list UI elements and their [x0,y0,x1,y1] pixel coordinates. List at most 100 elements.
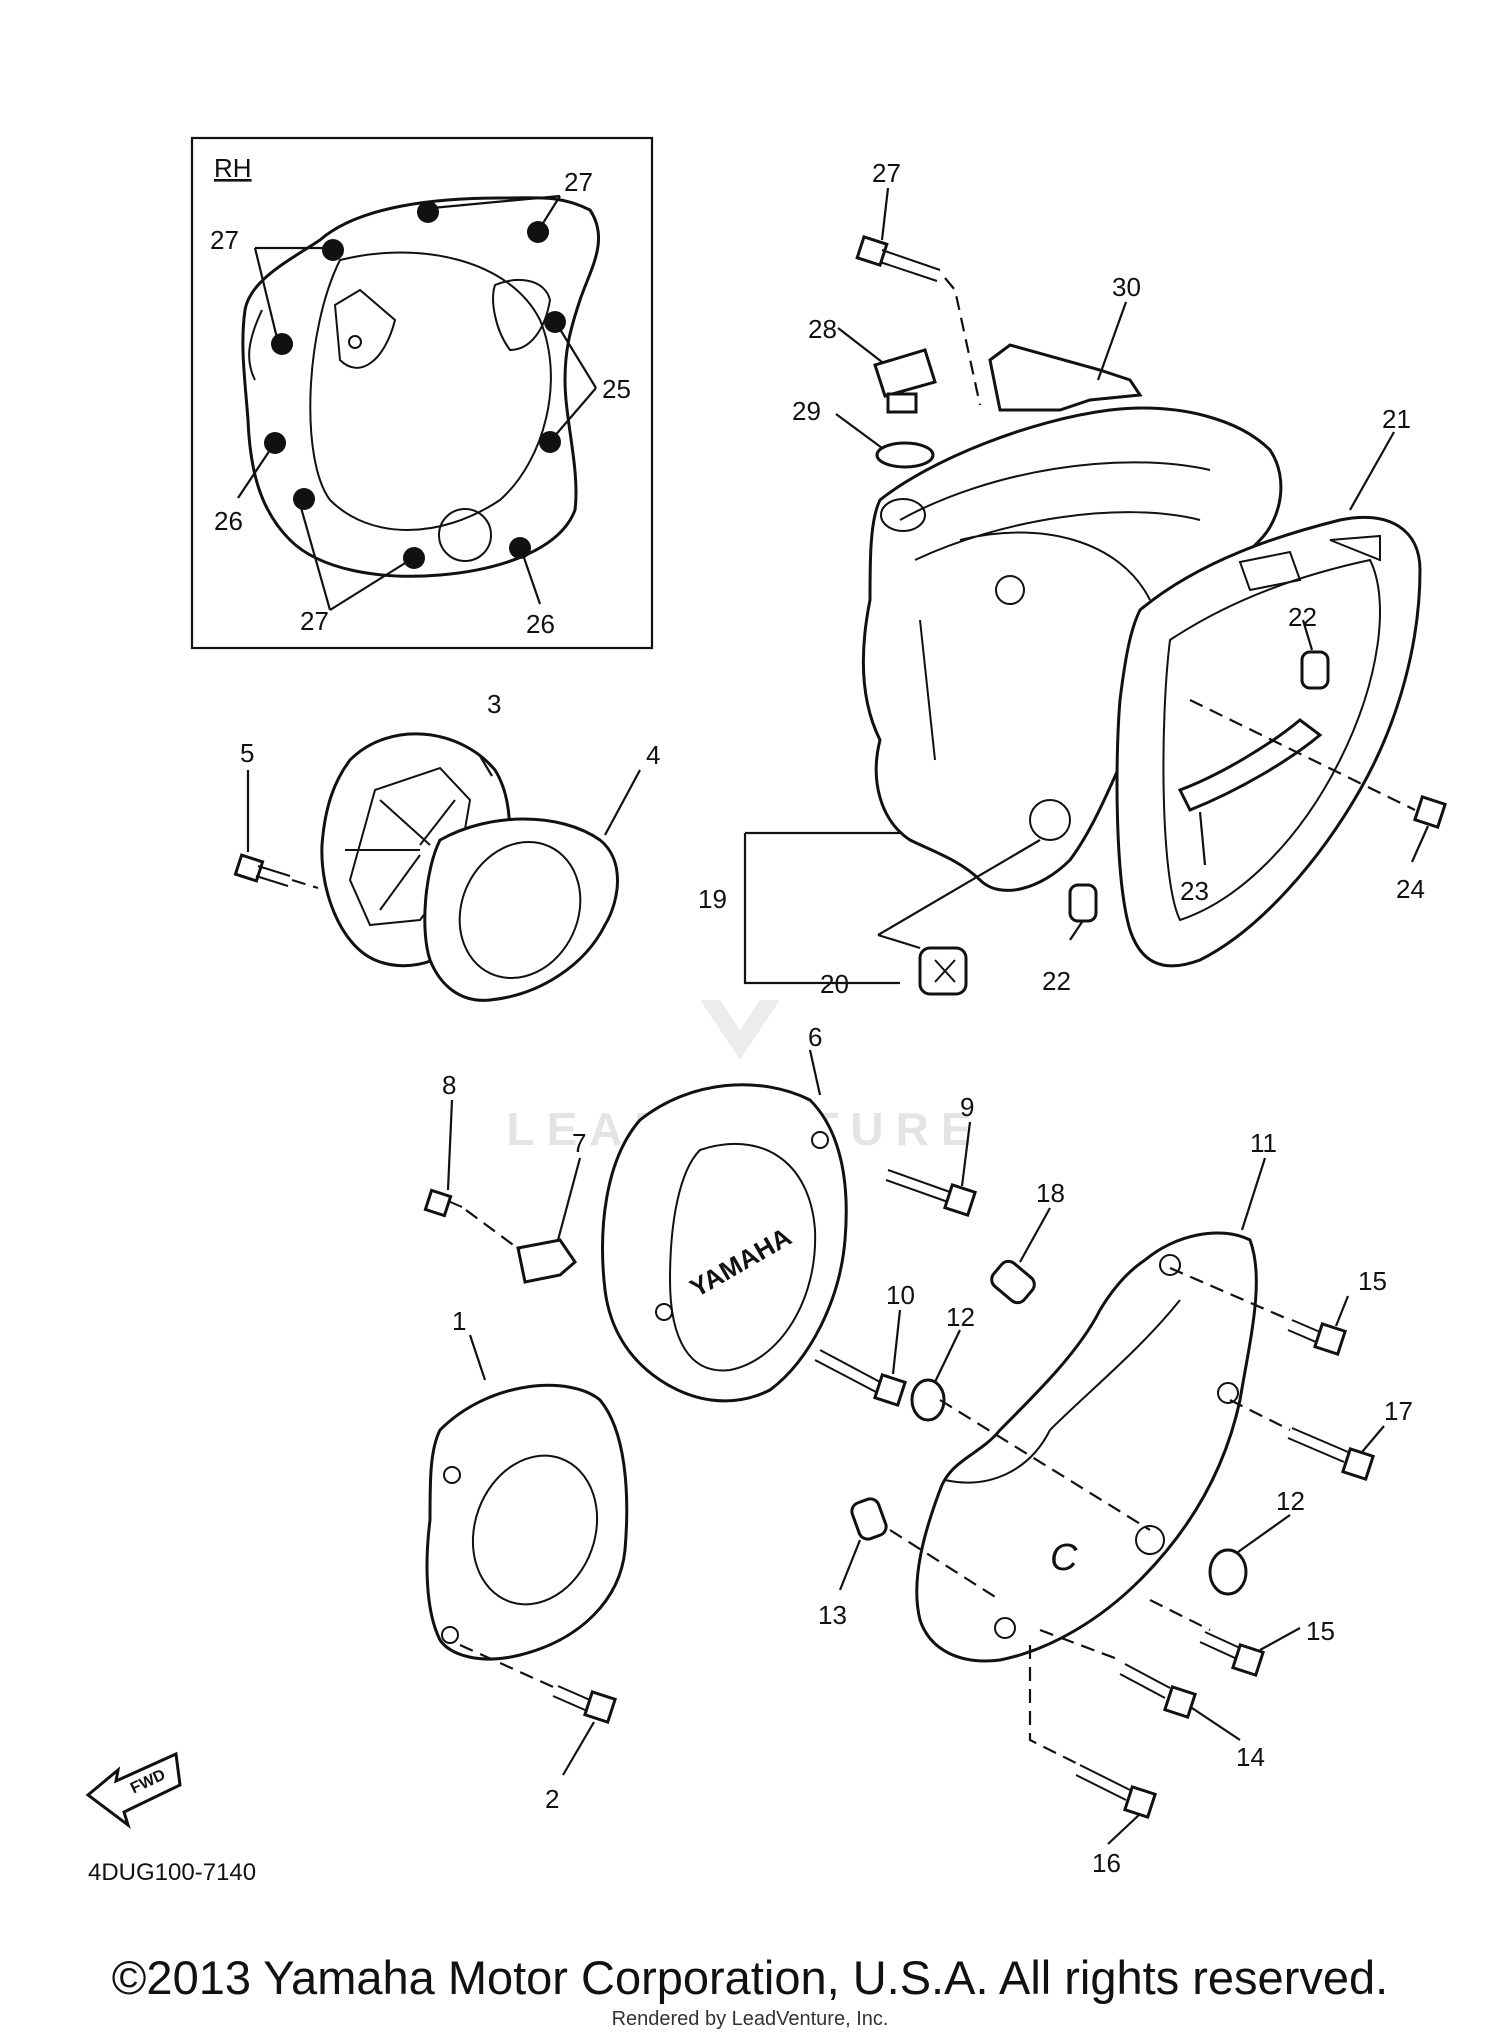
label-3: 3 [487,689,501,719]
label-26: 26 [214,506,243,536]
label-22: 22 [1288,602,1317,632]
leader-16 [1107,1813,1141,1845]
leader-28 [837,327,883,363]
leader-1 [468,1334,487,1381]
side-cover-ridge [944,1299,1181,1484]
cover-hole [1217,1382,1239,1404]
label-27: 27 [210,225,239,255]
dowel-pin [990,1259,1036,1305]
bolt-dot [403,547,425,569]
rh-cover-vent [492,279,552,352]
label-19: 19 [698,884,727,914]
leader-13 [838,1539,862,1591]
bolt-5 [233,853,319,890]
plate-group: 5 3 4 [233,689,660,1002]
label-26: 26 [526,609,555,639]
inset-frame [190,136,654,650]
label-10: 10 [886,1280,915,1310]
cover-boss [995,575,1025,605]
label-13: 13 [818,1600,847,1630]
generator-cover-face [668,1142,817,1372]
bolt-17 [1229,1399,1376,1482]
rh-inset: RH 27 27 [190,136,654,650]
bolt-dot [322,239,344,261]
label-28: 28 [808,314,837,344]
fwd-arrow: FWD [85,1751,182,1829]
label-12: 12 [1276,1486,1305,1516]
rh-cover-outline [241,196,600,578]
align-line [939,1399,1151,1531]
rh-cover-pin [348,335,362,349]
bolt-8 [423,1188,521,1251]
label-14: 14 [1236,1742,1265,1772]
leader-23 [1198,811,1207,866]
gasket-inner [1162,558,1381,922]
rh-cover-plug [438,508,492,562]
bolt-dot [271,333,293,355]
dowel-pin [850,1497,888,1541]
label-5: 5 [240,738,254,768]
dowel-pin [1300,650,1330,690]
gasket-strip [1177,718,1323,812]
rendered-by-notice: Rendered by LeadVenture, Inc. [611,2008,889,2030]
leader-24 [1410,825,1430,863]
label-23: 23 [1180,876,1209,906]
leader-15 [1259,1627,1301,1651]
label-27: 27 [300,606,329,636]
label-9: 9 [960,1092,974,1122]
cover-window [471,1454,599,1606]
label-1: 1 [452,1306,466,1336]
bolt-dot [509,537,531,559]
leader-11 [1240,1157,1267,1231]
leader-22 [1069,921,1083,941]
leader-22 [1301,619,1314,651]
bolt-dot [293,488,315,510]
label-21: 21 [1382,404,1411,434]
crankcase-cover-group: 27 28 29 30 21 22 23 24 19 20 22 [698,158,1448,999]
rh-cover-lug [248,309,263,381]
leader-14 [1191,1707,1241,1741]
washer [1208,1548,1248,1596]
cover-boss [1029,799,1071,841]
plug-20 [918,946,968,996]
label-12: 12 [946,1302,975,1332]
label-16: 16 [1092,1848,1121,1878]
label-7: 7 [572,1128,586,1158]
leader-8 [446,1099,454,1191]
label-29: 29 [792,396,821,426]
bolt-dot [544,311,566,333]
leader-15 [1334,1295,1350,1327]
cover-11-group: C [818,1128,1413,1878]
rh-leaders [237,194,597,611]
washer [910,1378,946,1422]
cover-mark: C [1050,1537,1078,1579]
fwd-arrow-icon [85,1751,182,1829]
bolt-24 [1189,699,1448,830]
filler-port [880,498,926,532]
label-15: 15 [1358,1266,1387,1296]
cover-ribs [899,461,1211,761]
leader-2 [562,1721,595,1776]
bolt-15 [1149,1599,1266,1678]
leader-4 [604,769,641,836]
leader-6 [808,1049,822,1096]
cover-1-group: 1 2 [425,1306,629,1814]
inset-label: RH [214,153,252,183]
bolt-dot [264,432,286,454]
leader-29 [835,413,883,449]
leader-3 [479,755,493,777]
leader-17 [1361,1425,1385,1453]
label-22: 22 [1042,966,1071,996]
leader-12 [1237,1514,1291,1553]
crankcase-cover [861,406,1283,892]
leader-18 [1019,1207,1051,1263]
bolt-dot [527,221,549,243]
gasket-tabs [1238,534,1381,592]
cover-hole [443,1466,461,1484]
cover-hole [655,1303,673,1321]
generator-cover-group: YAMAHA 6 7 8 9 10 [423,1022,978,1408]
leader-10 [891,1309,902,1375]
cover-hole [811,1131,829,1149]
gasket-hole [458,840,582,980]
label-27: 27 [564,167,593,197]
